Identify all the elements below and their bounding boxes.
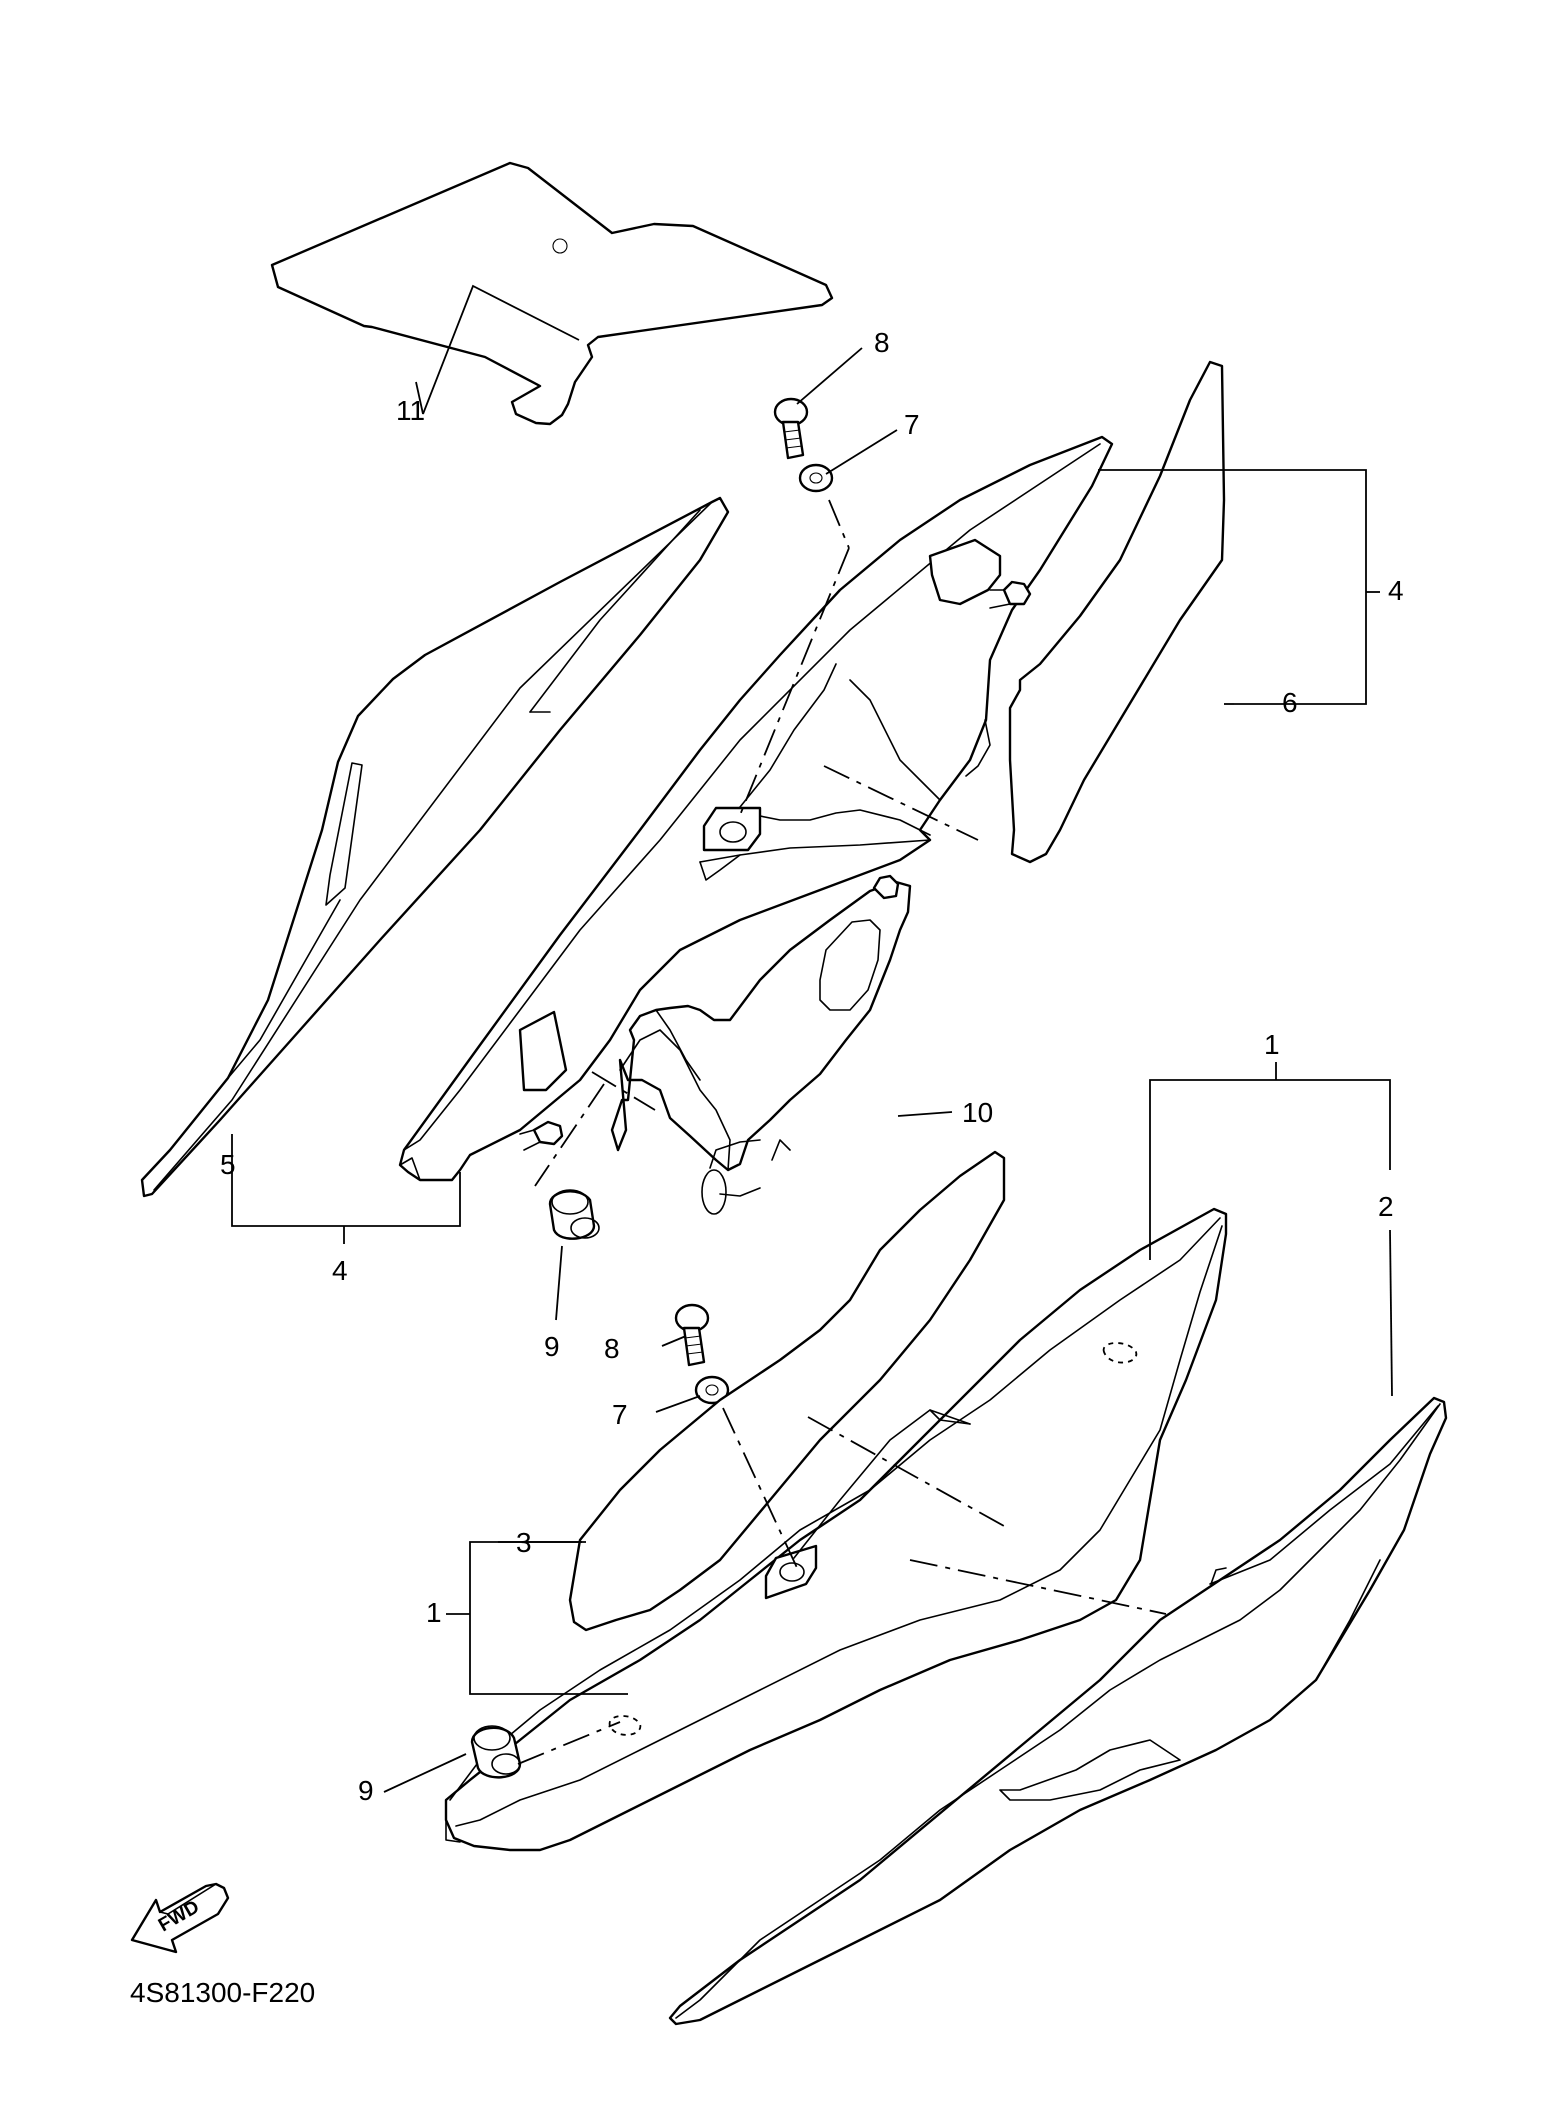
diagram-code: 4S81300-F220 <box>130 1977 315 2008</box>
callout-1-right: 1 <box>1264 1029 1280 1060</box>
part-8-bolt-top <box>773 397 809 460</box>
callout-8-top: 8 <box>874 327 890 358</box>
part-9-grommet-top <box>548 1189 600 1240</box>
callout-8-bottom: 8 <box>604 1333 620 1364</box>
callout-6: 6 <box>1282 687 1298 718</box>
callout-11: 11 <box>396 395 425 426</box>
part-11-plate <box>270 161 834 426</box>
fwd-arrow-icon: FWD <box>130 1882 230 1954</box>
callout-3: 3 <box>516 1527 532 1558</box>
part-10-bracket <box>610 874 912 1215</box>
part-3-inner-panel <box>568 1150 1006 1632</box>
assembly-lines <box>517 499 1167 1765</box>
callout-5: 5 <box>220 1149 236 1180</box>
callout-4-top: 4 <box>1388 575 1404 606</box>
part-7-washer-top <box>798 463 834 493</box>
part-5-side-cover-left <box>140 496 730 1198</box>
part-8-bolt-bottom <box>674 1303 710 1367</box>
callout-7-top: 7 <box>904 409 920 440</box>
callout-9-top: 9 <box>544 1331 560 1362</box>
part-6-side-panel <box>1008 360 1226 864</box>
callout-9-bottom: 9 <box>358 1775 374 1806</box>
part-7-washer-bottom <box>694 1375 730 1405</box>
part-1-side-cover <box>444 1207 1228 1852</box>
callout-4-bottom: 4 <box>332 1255 348 1286</box>
part-2-side-cover-right <box>668 1396 1448 2026</box>
callout-10: 10 <box>962 1097 993 1128</box>
callout-1-left: 1 <box>426 1597 442 1628</box>
callout-labels: 8 7 11 4 6 5 4 10 9 1 2 8 7 3 1 9 <box>220 327 1404 1806</box>
callout-7-bottom: 7 <box>612 1399 628 1430</box>
leader-lines <box>231 347 1393 1793</box>
callout-2: 2 <box>1378 1191 1394 1222</box>
part-4-rear-cowl <box>398 435 1114 1182</box>
